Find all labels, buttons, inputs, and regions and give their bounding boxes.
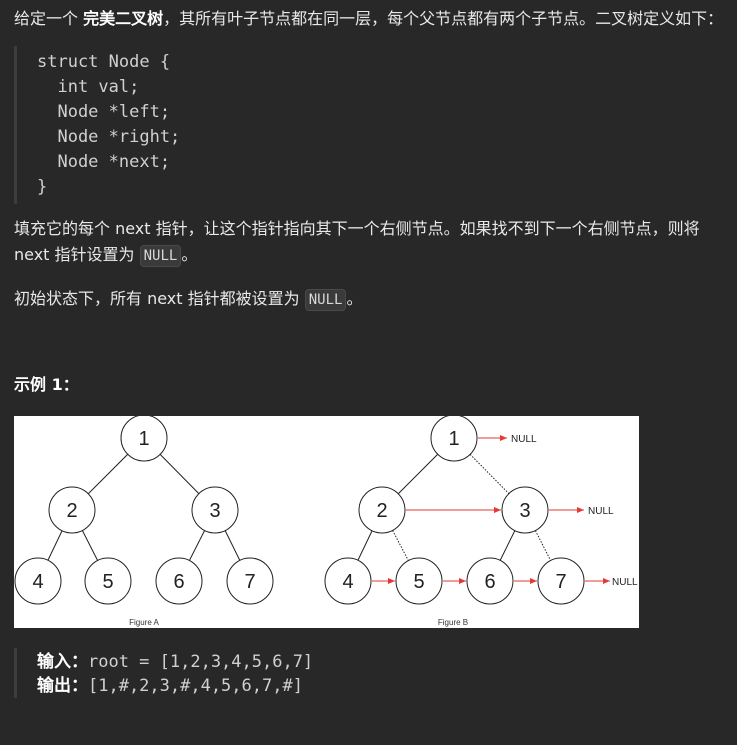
tree-edge-b (499, 530, 516, 561)
tree-node-b-5 (395, 557, 443, 605)
null-label-level-2: NULL (612, 577, 638, 588)
tree-node-label-a-1: 1 (138, 428, 149, 450)
input-line: 输入：root = [1,2,3,4,5,6,7] (37, 650, 730, 674)
caption-figure-b: Figure B (438, 618, 468, 627)
example-io-block: 输入：root = [1,2,3,4,5,6,7] 输出：[1,#,2,3,#,… (14, 648, 730, 698)
tree-figure: NULL NULL NULL 1 2 3 4 5 6 7 1 2 3 4 5 6 7 Figure A Fig… (14, 416, 639, 628)
tree-node-label-b-4: 4 (342, 571, 353, 593)
tree-node-b-7 (537, 557, 585, 605)
tree-node-label-b-2: 2 (376, 500, 387, 522)
input-value: root = [1,2,3,4,5,6,7] (88, 652, 314, 672)
tree-node-b-1 (430, 416, 478, 462)
tree-node-label-a-7: 7 (244, 571, 255, 593)
tree-node-label-a-6: 6 (173, 571, 184, 593)
tree-node-b-6 (466, 557, 514, 605)
tree-node-a-6 (155, 557, 203, 605)
tree-node-label-b-1: 1 (448, 428, 459, 450)
intro-prefix: 给定一个 (14, 9, 84, 28)
output-label: 输出： (37, 676, 88, 696)
tree-node-a-2 (48, 486, 96, 534)
next-pointer-paragraph: 填充它的每个 next 指针，让这个指针指向其下一个右侧节点。如果找不到下一个右… (14, 216, 730, 268)
tree-node-a-5 (84, 557, 132, 605)
intro-suffix: ，其所有叶子节点都在同一层，每个父节点都有两个子节点。二叉树定义如下： (163, 9, 724, 28)
null-label-level-0: NULL (511, 434, 537, 445)
tree-diagram: NULL NULL NULL 1 2 3 4 5 6 7 1 2 3 4 5 6 7 Figure A Fig… (14, 416, 638, 627)
tree-node-label-a-5: 5 (102, 571, 113, 593)
tree-edge-b (397, 453, 439, 495)
tree-node-b-2 (358, 486, 406, 534)
tree-node-b-3 (501, 486, 549, 534)
null-label-level-1: NULL (588, 506, 614, 517)
tree-node-b-4 (324, 557, 372, 605)
intro-paragraph: 给定一个 完美二叉树，其所有叶子节点都在同一层，每个父节点都有两个子节点。二叉树… (14, 6, 730, 32)
tree-edge-b (534, 530, 552, 561)
tree-edge-a (81, 530, 99, 561)
null-inline-code-2: NULL (304, 289, 347, 311)
perfect-binary-tree-term: 完美二叉树 (83, 9, 164, 28)
tree-node-label-b-3: 3 (519, 500, 530, 522)
para2-text: 初始状态下，所有 next 指针都被设置为 (14, 289, 305, 308)
tree-node-a-7 (226, 557, 274, 605)
tree-edge-b (392, 530, 409, 561)
tree-node-a-1 (120, 416, 168, 462)
null-inline-code: NULL (139, 245, 182, 267)
initial-state-paragraph: 初始状态下，所有 next 指针都被设置为 NULL。 (14, 286, 730, 312)
tree-node-label-b-5: 5 (413, 571, 424, 593)
tree-node-label-b-7: 7 (555, 571, 566, 593)
output-line: 输出：[1,#,2,3,#,4,5,6,7,#] (37, 674, 730, 698)
tree-edge-a (159, 454, 200, 494)
para1-end: 。 (181, 245, 198, 264)
para2-end: 。 (346, 289, 363, 308)
output-value: [1,#,2,3,#,4,5,6,7,#] (88, 676, 303, 696)
tree-edge-a (87, 453, 129, 495)
tree-node-label-b-6: 6 (484, 571, 495, 593)
struct-code: struct Node { int val; Node *left; Node … (37, 52, 181, 197)
tree-edge-b (469, 454, 510, 494)
example-title: 示例 1： (14, 375, 79, 394)
problem-description: 给定一个 完美二叉树，其所有叶子节点都在同一层，每个父节点都有两个子节点。二叉树… (14, 6, 730, 698)
tree-edge-a (224, 530, 241, 561)
tree-edge-a (47, 530, 63, 561)
struct-code-block: struct Node { int val; Node *left; Node … (14, 46, 730, 204)
input-label: 输入： (37, 652, 88, 672)
tree-node-label-a-2: 2 (66, 500, 77, 522)
tree-node-a-3 (191, 486, 239, 534)
tree-edge-b (357, 530, 373, 561)
tree-node-label-a-4: 4 (32, 571, 43, 593)
para1-text: 填充它的每个 next 指针，让这个指针指向其下一个右侧节点。如果找不到下一个右… (14, 219, 700, 264)
tree-node-label-a-3: 3 (209, 500, 220, 522)
tree-edge-a (188, 530, 206, 561)
tree-node-a-4 (14, 557, 62, 605)
caption-figure-a: Figure A (129, 618, 159, 627)
